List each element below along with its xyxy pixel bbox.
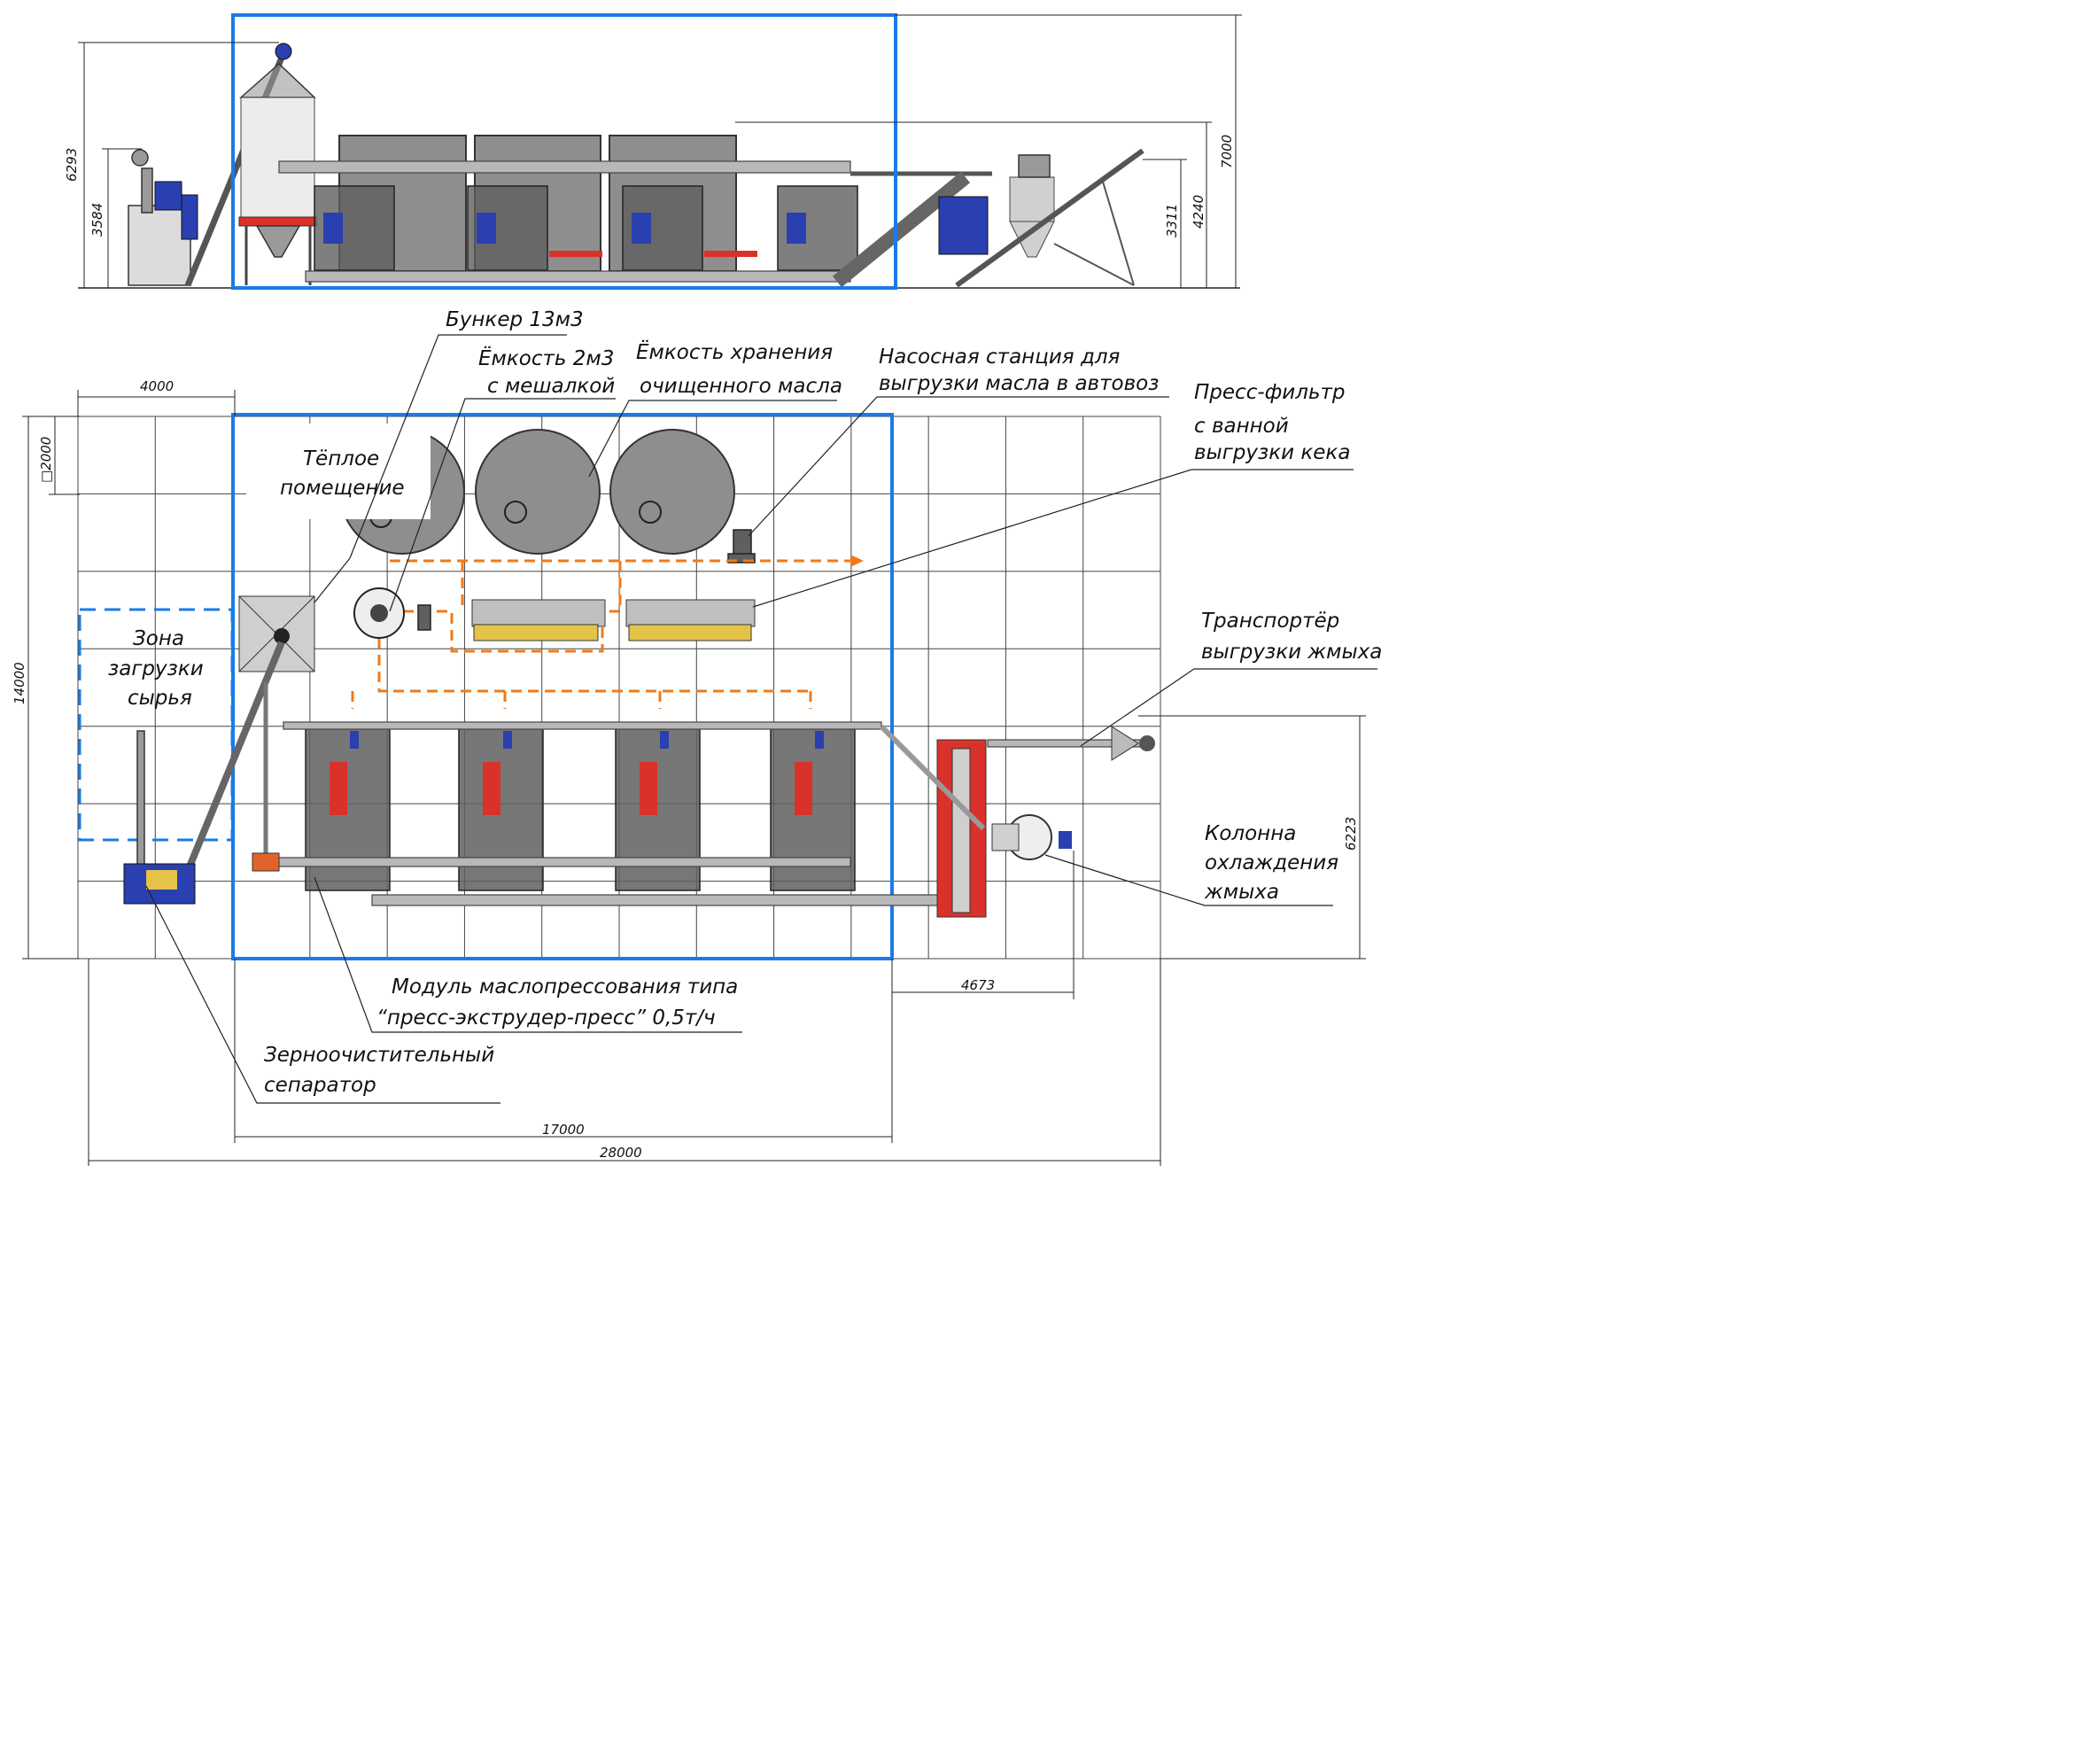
cake-inclined-conveyor-elevation xyxy=(832,171,971,288)
dim-4240: 4240 xyxy=(1191,195,1206,229)
label-column-2: охлаждения xyxy=(1205,851,1338,874)
label-module-2: “пресс-экструдер-пресс” 0,5т/ч xyxy=(376,1006,716,1030)
dim-4673: 4673 xyxy=(961,977,995,993)
dim-6223: 6223 xyxy=(1343,817,1359,851)
leader-filter xyxy=(752,469,1354,608)
label-column-3: жмыха xyxy=(1204,881,1279,904)
leader-column xyxy=(1044,854,1333,906)
label-separator-2: сепаратор xyxy=(264,1074,376,1097)
bunker-elevation xyxy=(238,62,317,285)
leader-storage xyxy=(588,400,837,478)
dim-7000: 7000 xyxy=(1219,135,1235,168)
cake-unit-elevation xyxy=(938,196,989,255)
bunker-plan xyxy=(238,595,315,672)
press-filters-plan xyxy=(471,599,756,641)
dim-sq2000: □2000 xyxy=(38,437,54,483)
dim-28000: 28000 xyxy=(600,1145,642,1161)
label-zone-2: загрузки xyxy=(108,657,204,680)
label-pump-1: Насосная станция для xyxy=(879,346,1121,369)
label-filter-3: выгрузки кека xyxy=(1194,441,1350,464)
label-column-1: Колонна xyxy=(1205,822,1296,845)
dim-4000: 4000 xyxy=(140,378,174,394)
leader-mixer xyxy=(389,398,616,612)
dim-17000: 17000 xyxy=(542,1122,585,1138)
label-warm-1: Тёплое xyxy=(303,447,379,470)
label-module-1: Модуль маслопрессования типа xyxy=(392,975,738,999)
label-conveyor-1: Транспортёр xyxy=(1201,610,1339,633)
dim-3311: 3311 xyxy=(1164,204,1180,237)
label-zone-3: сырья xyxy=(128,687,192,710)
leader-pump xyxy=(748,396,1169,537)
elevation-view: 6293 3584 7000 4240 3311 xyxy=(64,13,1242,290)
leader-separator xyxy=(145,885,500,1104)
cake-column-plan xyxy=(936,739,987,918)
raw-loading-zone xyxy=(78,608,234,842)
separator-plan xyxy=(123,730,196,905)
pump-station-plan xyxy=(727,529,756,563)
label-storage-2: очищенного масла xyxy=(640,375,842,398)
storage-tank-plan-3 xyxy=(609,429,735,555)
label-conveyor-2: выгрузки жмыха xyxy=(1201,641,1382,664)
label-filter-2: с ванной xyxy=(1194,415,1289,438)
label-mixer-1: Ёмкость 2м3 xyxy=(478,346,614,370)
unloading-conveyor-plan xyxy=(987,726,1155,761)
label-bunker: Бункер 13м3 xyxy=(446,308,584,331)
label-warm-2: помещение xyxy=(280,477,405,500)
top-conveyor-elevation xyxy=(278,160,851,174)
label-filter-1: Пресс-фильтр xyxy=(1194,381,1346,404)
separator-elevation xyxy=(128,149,198,286)
dim-6293: 6293 xyxy=(64,148,80,182)
leader-bunker xyxy=(349,334,567,559)
label-pump-2: выгрузки масла в автовоз xyxy=(879,372,1159,395)
unloading-conveyor-elevation xyxy=(955,148,1144,288)
plant-layout-drawing: 6293 3584 7000 4240 3311 xyxy=(12,13,1382,1166)
label-zone-1: Зона xyxy=(133,627,184,650)
press-modules-elevation xyxy=(314,185,858,271)
cyclone-plan xyxy=(991,814,1072,860)
storage-tank-plan-2 xyxy=(475,429,601,555)
oil-line-presses xyxy=(377,638,811,693)
cooling-column-elevation xyxy=(1009,154,1055,258)
mixer-tank-plan xyxy=(353,587,431,639)
dim-3584: 3584 xyxy=(89,203,105,237)
label-mixer-2: с мешалкой xyxy=(487,375,615,398)
plan-view: 4000 □2000 14000 6223 4673 17000 28000 xyxy=(12,308,1382,1166)
label-separator-1: Зерноочистительный xyxy=(264,1044,494,1067)
elevation-highlight-frame xyxy=(231,13,897,290)
dim-14000: 14000 xyxy=(12,662,27,704)
oil-line-filters xyxy=(403,610,629,653)
bottom-conveyor-elevation xyxy=(305,270,851,283)
label-storage-1: Ёмкость хранения xyxy=(636,339,833,364)
leader-conveyor xyxy=(1080,668,1377,747)
leader-module xyxy=(314,876,742,1033)
